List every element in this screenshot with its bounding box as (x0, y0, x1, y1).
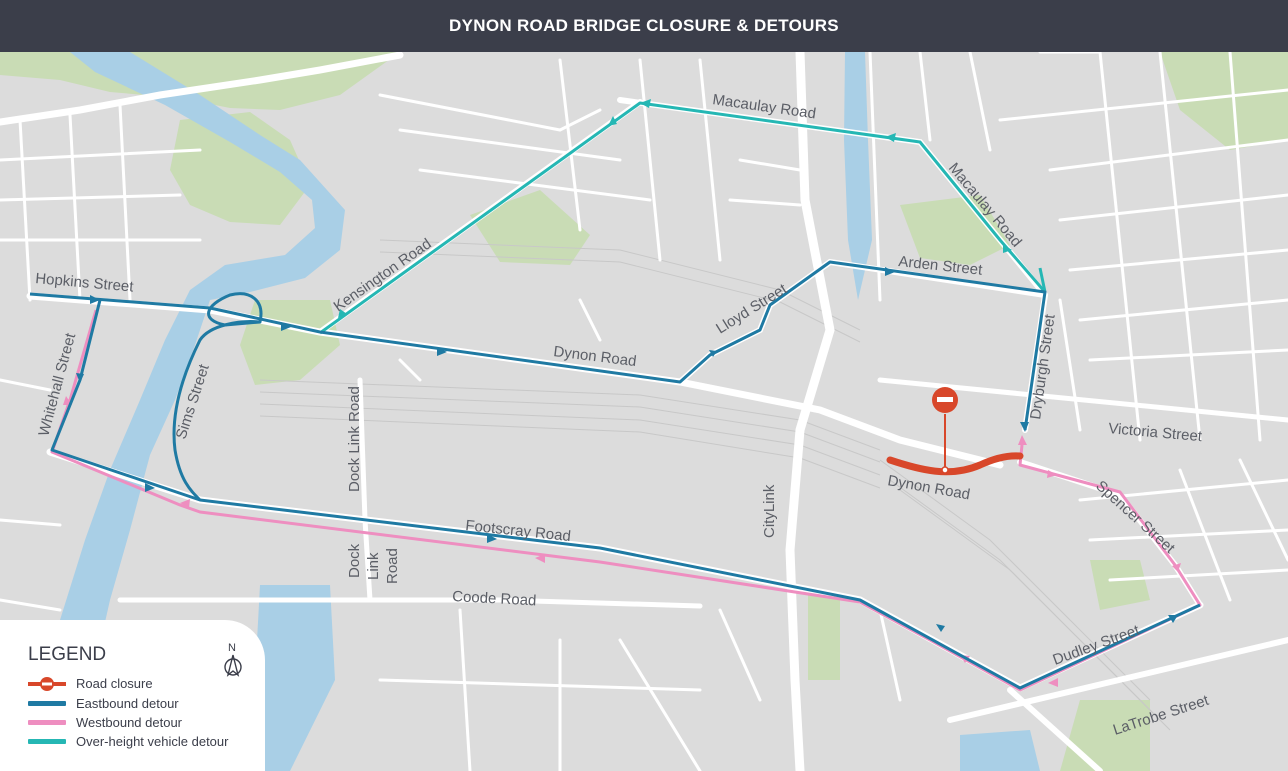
eastbound-swatch (28, 701, 66, 706)
legend-item-westbound: Westbound detour (28, 715, 182, 730)
legend-panel: LEGEND N Road closure Eastbound detour W… (0, 620, 265, 771)
overheight-detour-route (319, 101, 1047, 335)
label-dock-link-road-2b: Link (365, 552, 382, 580)
road-closure-swatch (28, 676, 66, 691)
map-title: DYNON ROAD BRIDGE CLOSURE & DETOURS (449, 16, 839, 35)
label-coode-road: Coode Road (452, 588, 537, 609)
legend-label-road-closure: Road closure (76, 676, 153, 691)
westbound-arrows (63, 396, 1181, 687)
water (0, 52, 1040, 771)
westbound-swatch (28, 720, 66, 725)
overheight-swatch (28, 739, 66, 744)
north-arrow-icon: N (222, 640, 244, 680)
svg-text:N: N (228, 642, 236, 654)
legend-item-eastbound: Eastbound detour (28, 696, 179, 711)
eastbound-arrows (76, 267, 1178, 632)
label-dock-link-road-1: Dock Link Road (346, 386, 363, 492)
legend-item-overheight: Over-height vehicle detour (28, 734, 228, 749)
legend-label-westbound: Westbound detour (76, 715, 182, 730)
eastbound-detour-route (29, 260, 1201, 690)
legend-label-overheight: Over-height vehicle detour (76, 734, 229, 749)
legend-title: LEGEND (28, 644, 107, 665)
overheight-arrows (338, 99, 1012, 318)
legend-label-eastbound: Eastbound detour (76, 696, 179, 711)
westbound-detour-route (50, 309, 1202, 692)
parks (0, 52, 1288, 771)
title-bar: DYNON ROAD BRIDGE CLOSURE & DETOURS (0, 0, 1288, 52)
road-closure-marker (886, 387, 1024, 476)
label-dock-link-road-2a: Dock (346, 543, 363, 578)
rail-yards (259, 239, 1171, 731)
label-dock-link-road-2c: Road (384, 548, 401, 584)
label-citylink: CityLink (761, 484, 778, 538)
legend-item-road-closure: Road closure (28, 676, 153, 691)
